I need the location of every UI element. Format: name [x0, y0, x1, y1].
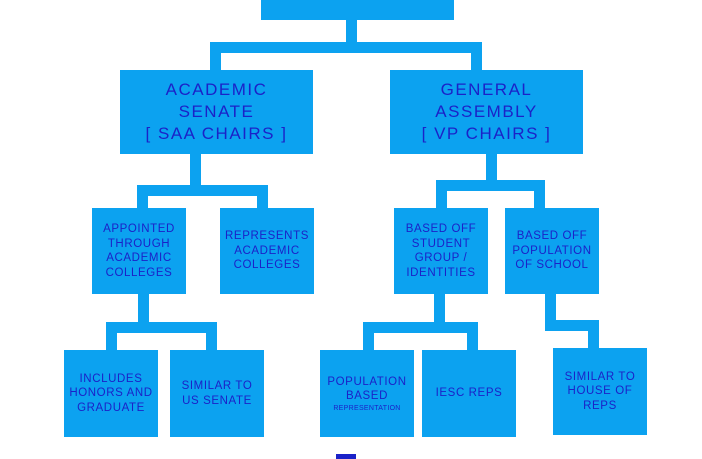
connector-similar-senate-drop — [206, 322, 217, 352]
population-based-line-1: POPULATION — [327, 375, 407, 388]
appointed-line-2: THROUGH — [107, 237, 171, 250]
includes-line-2: HONORS AND — [69, 387, 153, 400]
similar-senate-line-1: SIMILAR TO — [181, 380, 253, 392]
academic-senate-line-3: [ SAA CHAIRS ] — [145, 124, 288, 143]
node-includes-honors: INCLUDES HONORS AND GRADUATE — [64, 350, 158, 437]
connector-student-groups-stem — [434, 294, 445, 330]
population-line-1: BASED OFF — [516, 230, 588, 243]
bottom-marker — [336, 454, 356, 459]
represents-line-2: ACADEMIC — [234, 244, 300, 257]
population-based-small-line: REPRESENTATION — [333, 404, 401, 412]
top-node — [261, 0, 454, 20]
node-represents-colleges: REPRESENTS ACADEMIC COLLEGES — [220, 208, 314, 294]
connector-includes-drop — [106, 322, 117, 352]
connector-student-groups-drop — [436, 180, 447, 211]
includes-line-3: GRADUATE — [77, 401, 145, 414]
general-assembly-line-2: ASSEMBLY — [435, 102, 538, 121]
connector-top-stem — [346, 19, 357, 47]
node-based-population: BASED OFF POPULATION OF SCHOOL — [505, 208, 599, 294]
connector-academic-senate-drop — [210, 42, 221, 72]
connector-appointed-drop — [137, 185, 148, 211]
node-similar-house-of-reps: SIMILAR TO HOUSE OF REPS — [553, 348, 647, 435]
population-line-2: POPULATION — [512, 244, 592, 257]
represents-line-3: COLLEGES — [233, 259, 301, 272]
connector-level1-bar — [210, 42, 482, 53]
general-assembly-line-1: GENERAL — [440, 80, 533, 99]
appointed-line-3: ACADEMIC — [106, 252, 172, 264]
connector-senate-branch-bar — [137, 185, 268, 196]
connector-general-assembly-drop — [471, 42, 482, 72]
connector-population-stem-b — [545, 320, 599, 331]
connector-iesc-drop — [467, 322, 478, 352]
node-appointed-through-colleges: APPOINTED THROUGH ACADEMIC COLLEGES — [92, 208, 186, 294]
appointed-line-4: COLLEGES — [105, 266, 173, 279]
represents-line-1: REPRESENTS — [225, 230, 309, 243]
connector-appointed-stem — [138, 294, 149, 330]
node-iesc-reps: IESC REPS — [422, 350, 516, 437]
node-population-based: POPULATION BASED REPRESENTATION — [320, 350, 414, 437]
student-groups-line-2: STUDENT — [411, 237, 471, 250]
connector-student-branch-bar — [363, 322, 478, 333]
general-assembly-line-3: [ VP CHAIRS ] — [421, 124, 552, 143]
similar-house-line-2: HOUSE OF — [567, 385, 633, 398]
iesc-line-1: IESC REPS — [435, 387, 503, 400]
node-academic-senate: ACADEMIC SENATE [ SAA CHAIRS ] — [120, 70, 313, 154]
academic-senate-line-1: ACADEMIC — [165, 80, 268, 99]
node-similar-us-senate: SIMILAR TO US SENATE — [170, 350, 264, 437]
population-line-3: OF SCHOOL — [515, 259, 589, 272]
connector-academic-senate-stem — [190, 154, 201, 190]
connector-general-assembly-stem — [486, 154, 497, 190]
connector-population-stem-c — [588, 320, 599, 350]
similar-senate-line-2: US SENATE — [182, 394, 252, 407]
student-groups-line-3: GROUP / — [414, 252, 468, 264]
connector-population-based-drop — [363, 322, 374, 352]
similar-house-line-3: REPS — [583, 399, 617, 412]
connector-assembly-branch-bar — [436, 180, 545, 191]
node-general-assembly: GENERAL ASSEMBLY [ VP CHAIRS ] — [390, 70, 583, 154]
academic-senate-line-2: SENATE — [178, 102, 255, 121]
includes-line-1: INCLUDES — [79, 372, 143, 385]
similar-house-line-1: SIMILAR TO — [564, 370, 636, 383]
connector-appointed-branch-bar — [106, 322, 217, 333]
node-based-student-groups: BASED OFF STUDENT GROUP / IDENTITIES — [394, 208, 488, 294]
student-groups-line-4: IDENTITIES — [406, 266, 476, 279]
student-groups-line-1: BASED OFF — [405, 223, 477, 235]
connector-population-stem-a — [545, 294, 556, 328]
appointed-line-1: APPOINTED — [103, 223, 175, 235]
connector-represents-drop — [257, 185, 268, 211]
connector-population-drop — [534, 180, 545, 211]
population-based-line-2: BASED — [346, 390, 388, 402]
